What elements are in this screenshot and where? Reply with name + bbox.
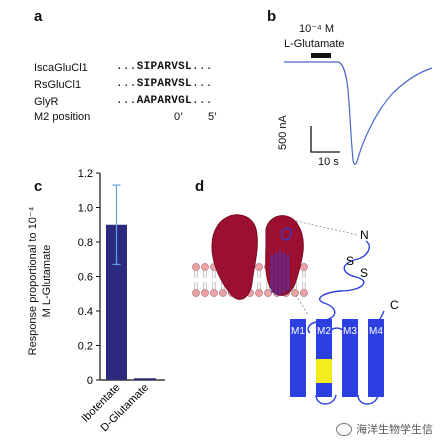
y-tick-label-4: 0.8 bbox=[78, 237, 93, 249]
subunit-left bbox=[211, 214, 258, 300]
y-tick-label-2: 0.4 bbox=[78, 306, 93, 318]
lipid-head bbox=[300, 263, 308, 271]
lipid-tail bbox=[257, 282, 261, 290]
m2-highlight-region bbox=[316, 359, 332, 383]
disulfide-s2-label: S bbox=[360, 266, 368, 280]
sequence-prefix: ... bbox=[116, 95, 137, 107]
lipid-tail bbox=[212, 282, 216, 290]
panel-label-d: d bbox=[195, 178, 205, 195]
m2-position-tick-5: 5′ bbox=[208, 111, 217, 123]
concentration-label: 10⁻⁴ M bbox=[299, 23, 334, 35]
panel-label-a: a bbox=[34, 8, 43, 25]
lipid-head bbox=[255, 263, 263, 271]
tm-segment-label-m4: M4 bbox=[369, 326, 383, 337]
tm-segment-label-m3: M3 bbox=[343, 326, 357, 337]
chain-loop-bottom bbox=[315, 394, 379, 405]
current-trace bbox=[284, 61, 433, 165]
agonist-application-bar bbox=[311, 53, 331, 58]
y-tick-label-1: 0.2 bbox=[78, 341, 93, 353]
subunit-helices bbox=[271, 227, 292, 295]
scale-bar bbox=[310, 126, 340, 153]
watermark: 海洋生物学生信 bbox=[336, 421, 433, 437]
tm-segment-m1 bbox=[290, 319, 306, 397]
lipid-tail bbox=[212, 270, 216, 278]
disulfide-s1-label: S bbox=[346, 254, 354, 268]
bar-1 bbox=[134, 378, 156, 380]
tm-segment-label-m1: M1 bbox=[291, 326, 305, 337]
lipid-tail bbox=[302, 282, 306, 290]
sequence-suffix: ... bbox=[191, 61, 213, 73]
tm-segment-label-m2: M2 bbox=[317, 326, 331, 337]
tm-segment-m4 bbox=[368, 319, 384, 397]
lipid-head bbox=[219, 289, 227, 297]
sequence-0: ...SIPARVSL... bbox=[116, 61, 213, 73]
watermark-text: 海洋生物学生信 bbox=[356, 424, 433, 436]
zoom-connector-top bbox=[295, 220, 359, 236]
c-terminus-label: C bbox=[390, 298, 399, 312]
lipid-head bbox=[201, 289, 209, 297]
sequence-prefix: ... bbox=[116, 78, 137, 90]
lipid-tail bbox=[203, 270, 207, 278]
polypeptide-chain bbox=[307, 240, 385, 336]
bar-0 bbox=[106, 224, 127, 380]
m2-position-label: M2 position bbox=[34, 111, 91, 123]
agonist-label: L-Glutamate bbox=[284, 38, 345, 50]
channel-topology-diagram: M1 M2 M3 M4 N S S C bbox=[192, 214, 399, 405]
y-tick-label-5: 1.0 bbox=[78, 203, 93, 215]
y-tick-label-6: 1.2 bbox=[78, 168, 93, 180]
lipid-head bbox=[291, 289, 299, 297]
sequence-core: AAPARVGL bbox=[136, 95, 192, 107]
lipid-tail bbox=[203, 282, 207, 290]
zoom-connector-bottom bbox=[295, 294, 309, 316]
current-trace-figure bbox=[284, 53, 433, 165]
y-tick-label-3: 0.6 bbox=[78, 272, 93, 284]
sequence-suffix: ... bbox=[191, 78, 213, 90]
sequence-name-2: GlyR bbox=[34, 96, 59, 108]
lipid-tail bbox=[194, 270, 198, 278]
m2-position-tick-0: 0′ bbox=[174, 111, 183, 123]
sequence-suffix: ... bbox=[191, 95, 213, 107]
lipid-head bbox=[192, 289, 200, 297]
tm-segment-m3 bbox=[342, 319, 358, 397]
lipid-head bbox=[300, 289, 308, 297]
lipid-head bbox=[192, 263, 200, 271]
sequence-prefix: ... bbox=[116, 61, 137, 73]
panel-label-c: c bbox=[34, 178, 43, 195]
sequence-2: ...AAPARVGL... bbox=[116, 95, 213, 107]
lipid-head bbox=[255, 289, 263, 297]
scale-time-label: 10 s bbox=[318, 156, 339, 168]
n-terminus-label: N bbox=[360, 228, 369, 242]
lipid-head bbox=[201, 263, 209, 271]
panel-label-b: b bbox=[267, 8, 277, 25]
wechat-icon bbox=[336, 422, 352, 436]
sequence-core: SIPARVSL bbox=[136, 61, 192, 73]
lipid-tail bbox=[257, 270, 261, 278]
y-tick-label-0: 0 bbox=[87, 375, 93, 387]
sequence-name-1: RsGluCl1 bbox=[34, 79, 82, 91]
lipid-tail bbox=[302, 270, 306, 278]
sequence-name-0: IscaGluCl1 bbox=[34, 62, 88, 74]
sequence-core: SIPARVSL bbox=[136, 78, 192, 90]
lipid-head bbox=[210, 289, 218, 297]
lipid-head bbox=[264, 289, 272, 297]
sequence-1: ...SIPARVSL... bbox=[116, 78, 213, 90]
lipid-tail bbox=[194, 282, 198, 290]
